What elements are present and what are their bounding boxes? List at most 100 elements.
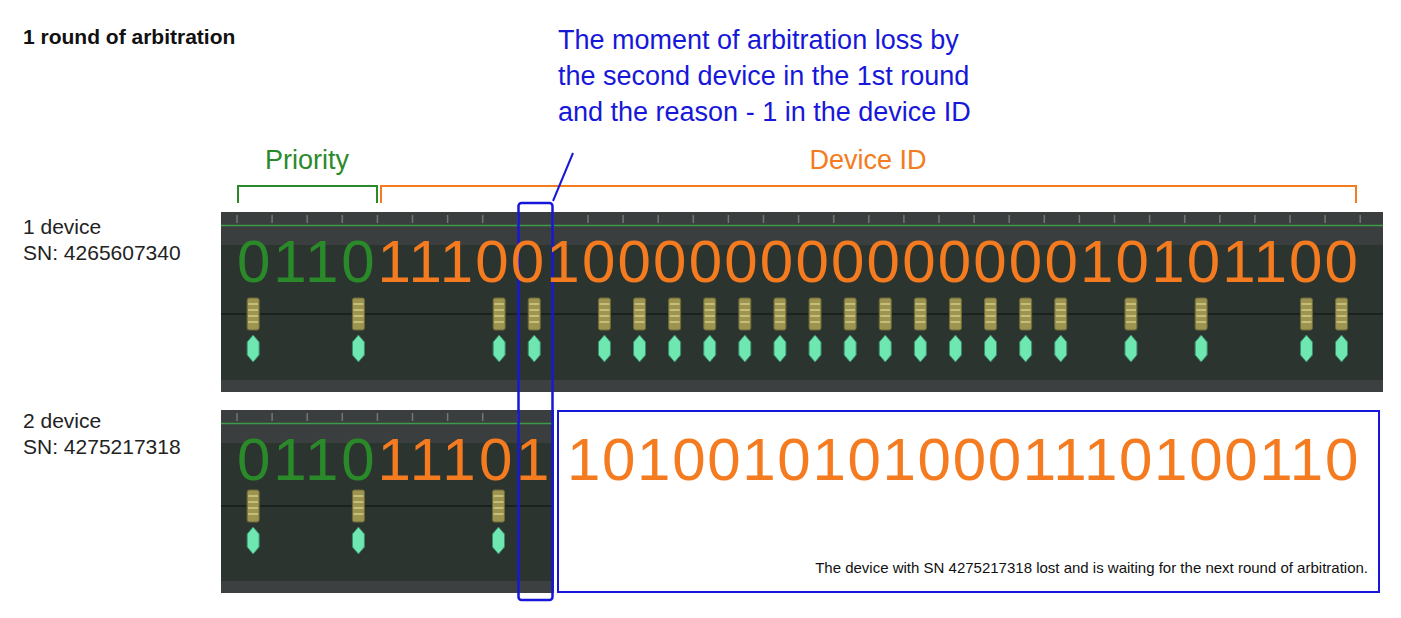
pulse-symbol [634,298,646,362]
bit-string: 11101 [377,430,553,490]
pulse-body [528,298,540,330]
pulse-symbol [1195,298,1207,362]
pulse-marker [634,335,646,362]
bit-tick [1079,215,1081,223]
pulse-stripe [880,303,890,305]
pulse-stripe [1301,315,1311,317]
bit-tick [693,215,695,223]
pulse-stripe [1301,309,1311,311]
pulse-stripe [705,315,715,317]
pulse-stripe [845,303,855,305]
pulse-body [634,298,646,330]
bit-tick [1324,215,1326,223]
pulse-stripe [353,315,363,317]
pulse-symbol [247,298,259,362]
pulse-stripe [1196,309,1206,311]
pulse-stripe [810,315,820,317]
pulse-marker [949,335,961,362]
pulse-marker [879,335,891,362]
pulse-stripe [493,495,503,497]
pulse-stripe [670,315,680,317]
pulse-symbol [352,490,364,554]
bit-tick [517,215,519,223]
pulse-stripe [529,309,539,311]
pulse-stripe [1301,321,1311,323]
device-label: 1 device [23,214,101,240]
pulse-stripe [529,315,539,317]
bit-tick [763,215,765,223]
bit-tick [271,413,273,421]
pulse-stripe [1126,315,1136,317]
bit-tick [306,215,308,223]
pulse-marker [528,335,540,362]
pulse-stripe [915,309,925,311]
pulse-stripe [1056,309,1066,311]
pulse-stripe [529,303,539,305]
pulse-stripe [248,321,258,323]
pulse-stripe [880,309,890,311]
pulse-marker [809,335,821,362]
pulse-stripe [915,321,925,323]
pulse-symbol [1336,298,1348,362]
pulse-stripe [1126,321,1136,323]
pulse-symbol [914,298,926,362]
pulse-stripe [845,321,855,323]
pulse-stripe [670,309,680,311]
pulse-stripe [353,303,363,305]
pulse-marker [1300,335,1312,362]
pulse-stripe [986,315,996,317]
bit-tick [236,215,238,223]
bit-tick [622,215,624,223]
pulse-symbol [528,298,540,362]
pulse-stripe [1196,315,1206,317]
pulse-stripe [1196,303,1206,305]
signal-line [221,423,554,425]
pulse-symbol [879,298,891,362]
arbitration-loss-marker [519,203,553,600]
field-label: Priority [265,144,349,176]
pulse-stripe [810,309,820,311]
pulse-symbol [844,298,856,362]
bit-tick [517,413,519,421]
pulse-stripe [950,309,960,311]
pulse-stripe [248,501,258,503]
pulse-marker [914,335,926,362]
pulse-symbol [949,298,961,362]
pulse-body [669,298,681,330]
pulse-stripe [950,315,960,317]
pulse-stripe [248,303,258,305]
pulse-stripe [1126,303,1136,305]
pulse-marker [492,527,504,554]
pulse-stripe [1021,321,1031,323]
pulse-stripe [1337,321,1347,323]
bit-tick [342,215,344,223]
bit-tick [271,215,273,223]
pulse-stripe [740,315,750,317]
bit-tick [1289,215,1291,223]
pulse-stripe [775,321,785,323]
pulse-stripe [635,321,645,323]
track-line [221,313,1383,315]
pulse-stripe [1337,309,1347,311]
pulse-stripe [705,321,715,323]
bit-tick [833,215,835,223]
bit-tick [447,215,449,223]
pulse-body [739,298,751,330]
pulse-stripe [599,315,609,317]
pulse-stripe [845,309,855,311]
pulse-marker [704,335,716,362]
pulse-stripe [635,315,645,317]
pulse-stripe [986,309,996,311]
pulse-stripe [1056,315,1066,317]
pulse-stripe [705,309,715,311]
pulse-stripe [740,321,750,323]
pulse-body [247,298,259,330]
bit-tick [377,413,379,421]
pulse-stripe [775,303,785,305]
pulse-stripe [248,507,258,509]
pulse-body [879,298,891,330]
pulse-stripe [775,309,785,311]
pulse-stripe [353,507,363,509]
bit-tick [798,215,800,223]
pulse-stripe [494,309,504,311]
